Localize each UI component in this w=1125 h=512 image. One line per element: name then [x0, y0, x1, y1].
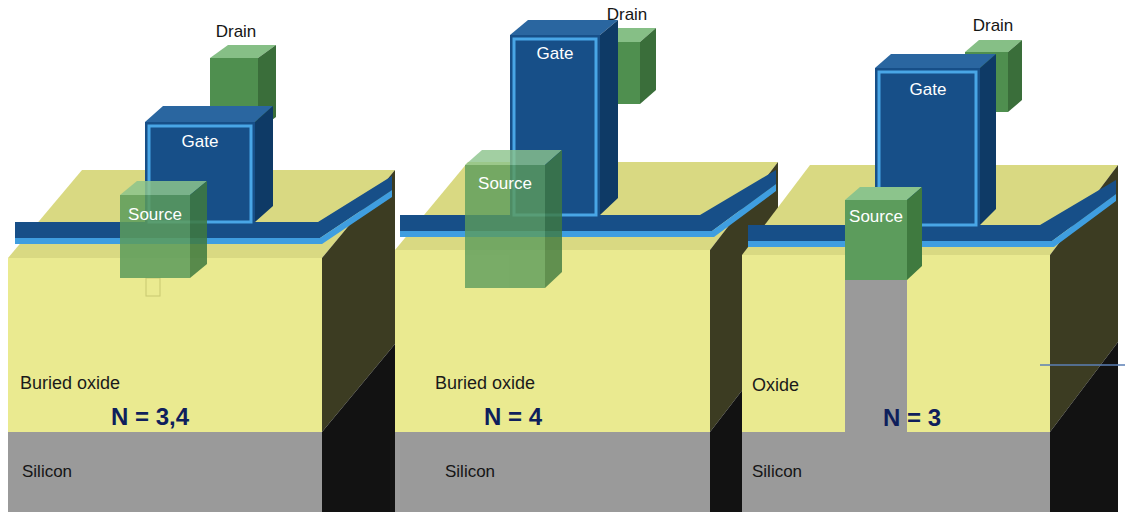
- silicon-label-box: Silicon: [445, 462, 495, 482]
- gate-label-box: Gate: [910, 80, 947, 100]
- source-label-box: Source: [128, 205, 182, 225]
- bulk-transistor-3-part: [1040, 364, 1125, 366]
- silicon-label: Silicon: [445, 462, 495, 481]
- soi-transistor-1-part: [255, 106, 273, 222]
- soi-transistor-1-part-part: [190, 181, 207, 278]
- drain-label: Drain: [216, 22, 257, 41]
- n-value: N = 3: [883, 404, 941, 431]
- oxide-label: Buried oxide: [435, 373, 535, 393]
- source-label: Source: [849, 207, 903, 226]
- soi-transistor-2-part: [640, 28, 656, 104]
- silicon-label-box: Silicon: [752, 462, 802, 482]
- drain-label-box: Drain: [607, 5, 648, 25]
- source-label: Source: [478, 174, 532, 193]
- soi-transistor-2-part: [600, 20, 618, 215]
- soi-transistor-1-part: [8, 432, 322, 512]
- silicon-label-box: Silicon: [22, 462, 72, 482]
- soi-transistor-2-part: [395, 432, 710, 512]
- source-label: Source: [128, 205, 182, 224]
- gate-label-box: Gate: [182, 132, 219, 152]
- n-value-box: N = 3,4: [111, 403, 189, 431]
- drain-label-box: Drain: [216, 22, 257, 42]
- n-value: N = 3,4: [111, 403, 189, 430]
- soi-transistor-2-part-part: [545, 150, 562, 288]
- gate-label-box: Gate: [537, 44, 574, 64]
- bulk-transistor-3-part: [875, 54, 996, 68]
- soi-transistor-2-part: [510, 20, 618, 35]
- gate-label: Gate: [537, 44, 574, 63]
- bulk-transistor-3-part: [907, 187, 922, 280]
- soi-transistor-1-part: [120, 181, 207, 278]
- soi-transistor-1-part: [146, 278, 160, 296]
- soi-transistor-1-part: [322, 344, 395, 512]
- soi-transistor-2-part-part: [465, 165, 545, 288]
- drain-label: Drain: [607, 5, 648, 24]
- bulk-transistor-3-part: [742, 432, 1050, 512]
- bulk-transistor-3-part: [980, 54, 996, 225]
- oxide-label-box: Oxide: [752, 375, 799, 396]
- soi-transistor-2: [395, 20, 778, 512]
- bulk-transistor-3-part: [742, 255, 1050, 432]
- oxide-label-box: Buried oxide: [435, 373, 535, 394]
- soi-transistor-1-part: [8, 258, 322, 432]
- oxide-label-box: Buried oxide: [20, 373, 120, 394]
- soi-transistor-2-part-part: [465, 150, 562, 165]
- soi-transistor-1-part-part: [120, 195, 190, 278]
- n-value: N = 4: [484, 403, 542, 430]
- bulk-transistor-3: [742, 40, 1125, 512]
- n-value-box: N = 3: [883, 404, 941, 432]
- oxide-label: Oxide: [752, 375, 799, 395]
- gate-label: Gate: [182, 132, 219, 151]
- drain-label: Drain: [973, 16, 1014, 35]
- bulk-transistor-3-part: [1008, 40, 1022, 112]
- bulk-transistor-3-part: [845, 200, 907, 280]
- drain-label-box: Drain: [973, 16, 1014, 36]
- source-label-box: Source: [849, 207, 903, 227]
- gate-label: Gate: [910, 80, 947, 99]
- source-label-box: Source: [478, 174, 532, 194]
- soi-transistor-2-part: [465, 150, 562, 288]
- oxide-label: Buried oxide: [20, 373, 120, 393]
- soi-transistor-1-part: [145, 106, 273, 122]
- silicon-label: Silicon: [22, 462, 72, 481]
- silicon-label: Silicon: [752, 462, 802, 481]
- bulk-transistor-3-part: [1050, 342, 1118, 512]
- n-value-box: N = 4: [484, 403, 542, 431]
- soi-transistor-1: [8, 45, 395, 512]
